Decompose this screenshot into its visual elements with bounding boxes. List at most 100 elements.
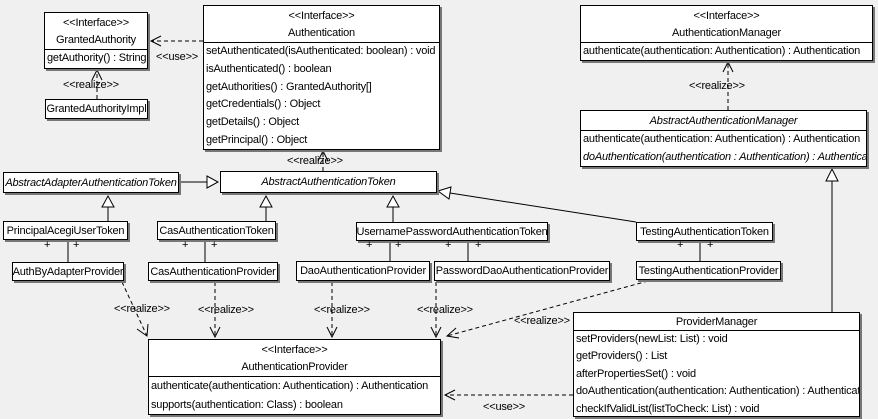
method: setAuthenticated(isAuthenticated: boolea… [206, 45, 436, 57]
generalization-triangle-icon [386, 194, 400, 208]
class-name: AbstractAdapterAuthenticationToken [5, 176, 177, 189]
class-authentication-provider: <<Interface>> AuthenticationProvider aut… [148, 339, 441, 415]
edge-authbyadapter-realize-authprovider [121, 281, 148, 337]
open-arrow-icon [722, 60, 734, 73]
method: doAuthentication(authentication : Authen… [583, 150, 866, 163]
class-granted-authority-impl: GrantedAuthorityImpl [45, 99, 148, 119]
class-header: ProviderManager [574, 313, 859, 330]
stereotype-label: <<Interface>> [63, 17, 129, 29]
class-authentication: <<Interface>> Authentication setAuthenti… [203, 5, 440, 150]
class-testing-authentication-provider: TestingAuthenticationProvider [636, 261, 781, 280]
class-name: PasswordDaoAuthenticationProvider [435, 265, 609, 277]
generalization-triangle-icon [259, 194, 273, 208]
class-name: CasAuthenticationToken [159, 224, 274, 237]
realize-stereotype-label: <<realize>> [689, 80, 745, 92]
realize-stereotype-label: <<realize>> [114, 303, 170, 315]
association-plus-label: + [366, 239, 373, 251]
class-abstract-authentication-token: AbstractAuthenticationToken [220, 171, 437, 193]
method: checkIfValidList(listToCheck: List) : vo… [576, 402, 760, 415]
method: setProviders(newList: List) : void [576, 333, 728, 345]
use-stereotype-label: <<use>> [483, 401, 526, 413]
method: supports(authentication: Class) : boolea… [151, 398, 343, 411]
methods-compartment: getAuthority() : String [45, 49, 147, 67]
methods-compartment: authenticate(authentication: Authenticat… [149, 376, 440, 414]
method: authenticate(authentication: Authenticat… [583, 133, 861, 145]
open-arrow-icon [136, 323, 149, 337]
realize-stereotype-label: <<realize>> [514, 315, 570, 327]
association-plus-label: + [395, 239, 402, 251]
class-name: AuthByAdapterProvider [12, 265, 124, 278]
open-arrow-icon [445, 327, 460, 339]
class-header: <<Interface>> AuthenticationManager [581, 6, 872, 42]
association-plus-label: + [677, 239, 684, 251]
class-cas-authentication-token: CasAuthenticationToken [157, 221, 276, 240]
class-auth-by-adapter-provider: AuthByAdapterProvider [12, 262, 124, 281]
realize-stereotype-label: <<realize>> [63, 79, 119, 91]
class-cas-authentication-provider: CasAuthenticationProvider [148, 262, 278, 281]
class-provider-manager: ProviderManager setProviders(newList: Li… [573, 312, 860, 417]
class-header: <<Interface>> GrantedAuthority [45, 13, 147, 49]
open-arrow-icon [443, 389, 456, 401]
class-name: AuthenticationProvider [241, 361, 348, 373]
stereotype-label: <<Interface>> [693, 10, 760, 22]
association-plus-label: + [707, 239, 714, 251]
class-granted-authority: <<Interface>> GrantedAuthority getAuthor… [44, 12, 148, 69]
open-arrow-icon [430, 326, 442, 339]
association-plus-label: + [182, 239, 189, 251]
class-name: AuthenticationManager [672, 27, 781, 39]
class-header: <<Interface>> Authentication [204, 6, 439, 42]
realize-stereotype-label: <<realize>> [287, 155, 343, 167]
association-plus-label: + [475, 239, 482, 251]
class-name: TestingAuthenticationProvider [638, 264, 779, 277]
realize-stereotype-label: <<realize>> [314, 304, 370, 316]
method: getAuthorities() : GrantedAuthority[] [206, 80, 372, 93]
class-testing-authentication-token: TestingAuthenticationToken [636, 222, 773, 241]
class-header: AbstractAuthenticationManager [581, 111, 866, 130]
class-abstract-adapter-authentication-token: AbstractAdapterAuthenticationToken [3, 172, 179, 193]
method: authenticate(authentication: Authenticat… [583, 45, 861, 57]
methods-compartment: setAuthenticated(isAuthenticated: boolea… [204, 42, 439, 150]
method: getAuthority() : String [47, 52, 147, 64]
method: isAuthenticated() : boolean [206, 62, 332, 75]
association-plus-label: + [44, 239, 51, 251]
class-name: GrantedAuthorityImpl [46, 103, 147, 115]
class-name: AbstractAuthenticationToken [261, 176, 396, 188]
method: getPrincipal() : Object [206, 133, 308, 146]
class-password-dao-authentication-provider: PasswordDaoAuthenticationProvider [434, 261, 610, 281]
class-username-password-authentication-token: UsernamePasswordAuthenticationToken [356, 222, 548, 241]
association-plus-label: + [211, 239, 218, 251]
realize-stereotype-label: <<realize>> [417, 304, 473, 316]
open-arrow-icon [209, 326, 221, 339]
class-name: GrantedAuthority [56, 34, 136, 46]
class-dao-authentication-provider: DaoAuthenticationProvider [296, 261, 430, 281]
class-authentication-manager: <<Interface>> AuthenticationManager auth… [580, 5, 873, 61]
methods-compartment: setProviders(newList: List) : void getPr… [574, 330, 859, 418]
method: getDetails() : Object [206, 116, 300, 129]
open-arrow-icon [326, 326, 338, 339]
method: afterPropertiesSet() : void [576, 367, 696, 380]
open-arrow-icon [149, 35, 162, 47]
class-name: TestingAuthenticationToken [640, 225, 769, 238]
open-arrow-icon [317, 149, 329, 162]
method: doAuthentication(authentication: Authent… [576, 385, 859, 398]
method: getProviders() : List [576, 350, 668, 363]
stereotype-label: <<Interface>> [261, 344, 328, 356]
class-name: AbstractAuthenticationManager [649, 115, 798, 127]
generalization-triangle-icon [206, 175, 220, 189]
use-stereotype-label: <<use>> [156, 51, 199, 63]
class-principal-acegi-user-token: PrincipalAcegiUserToken [3, 221, 128, 240]
open-arrow-icon [91, 68, 103, 81]
method: getCredentials() : Object [206, 98, 321, 111]
generalization-triangle-icon [436, 186, 452, 200]
class-name: CasAuthenticationProvider [150, 265, 276, 278]
methods-compartment: authenticate(authentication: Authenticat… [581, 42, 872, 60]
edge-testing-token-generalization [449, 192, 637, 223]
method: authenticate(authentication: Authenticat… [151, 380, 429, 392]
generalization-triangle-icon [101, 194, 115, 208]
realize-stereotype-label: <<realize>> [198, 304, 254, 316]
class-name: UsernamePasswordAuthenticationToken [356, 225, 548, 238]
class-name: ProviderManager [675, 316, 758, 328]
association-plus-label: + [445, 239, 452, 251]
